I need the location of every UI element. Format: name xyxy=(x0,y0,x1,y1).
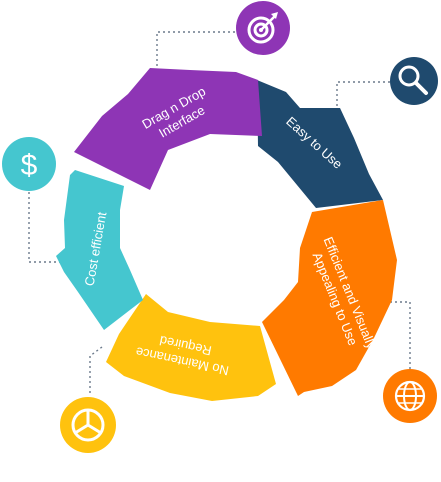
segment-drag-n-drop xyxy=(74,68,262,190)
dollar-icon: $ xyxy=(2,137,56,191)
svg-text:$: $ xyxy=(21,149,38,182)
segment-no-maintenance xyxy=(106,294,276,401)
search-icon xyxy=(390,57,438,105)
connector-cost xyxy=(28,192,62,263)
segment-cost-efficient xyxy=(56,170,143,330)
connector-maintenance xyxy=(89,346,103,396)
target-icon xyxy=(236,1,290,55)
segment-efficient xyxy=(262,200,397,396)
connector-efficient xyxy=(385,301,411,370)
connector-easy xyxy=(336,81,390,111)
pie-chart-icon xyxy=(60,397,116,453)
connector-drag xyxy=(156,31,236,76)
segment-easy-to-use xyxy=(257,80,383,208)
globe-icon xyxy=(383,369,437,423)
